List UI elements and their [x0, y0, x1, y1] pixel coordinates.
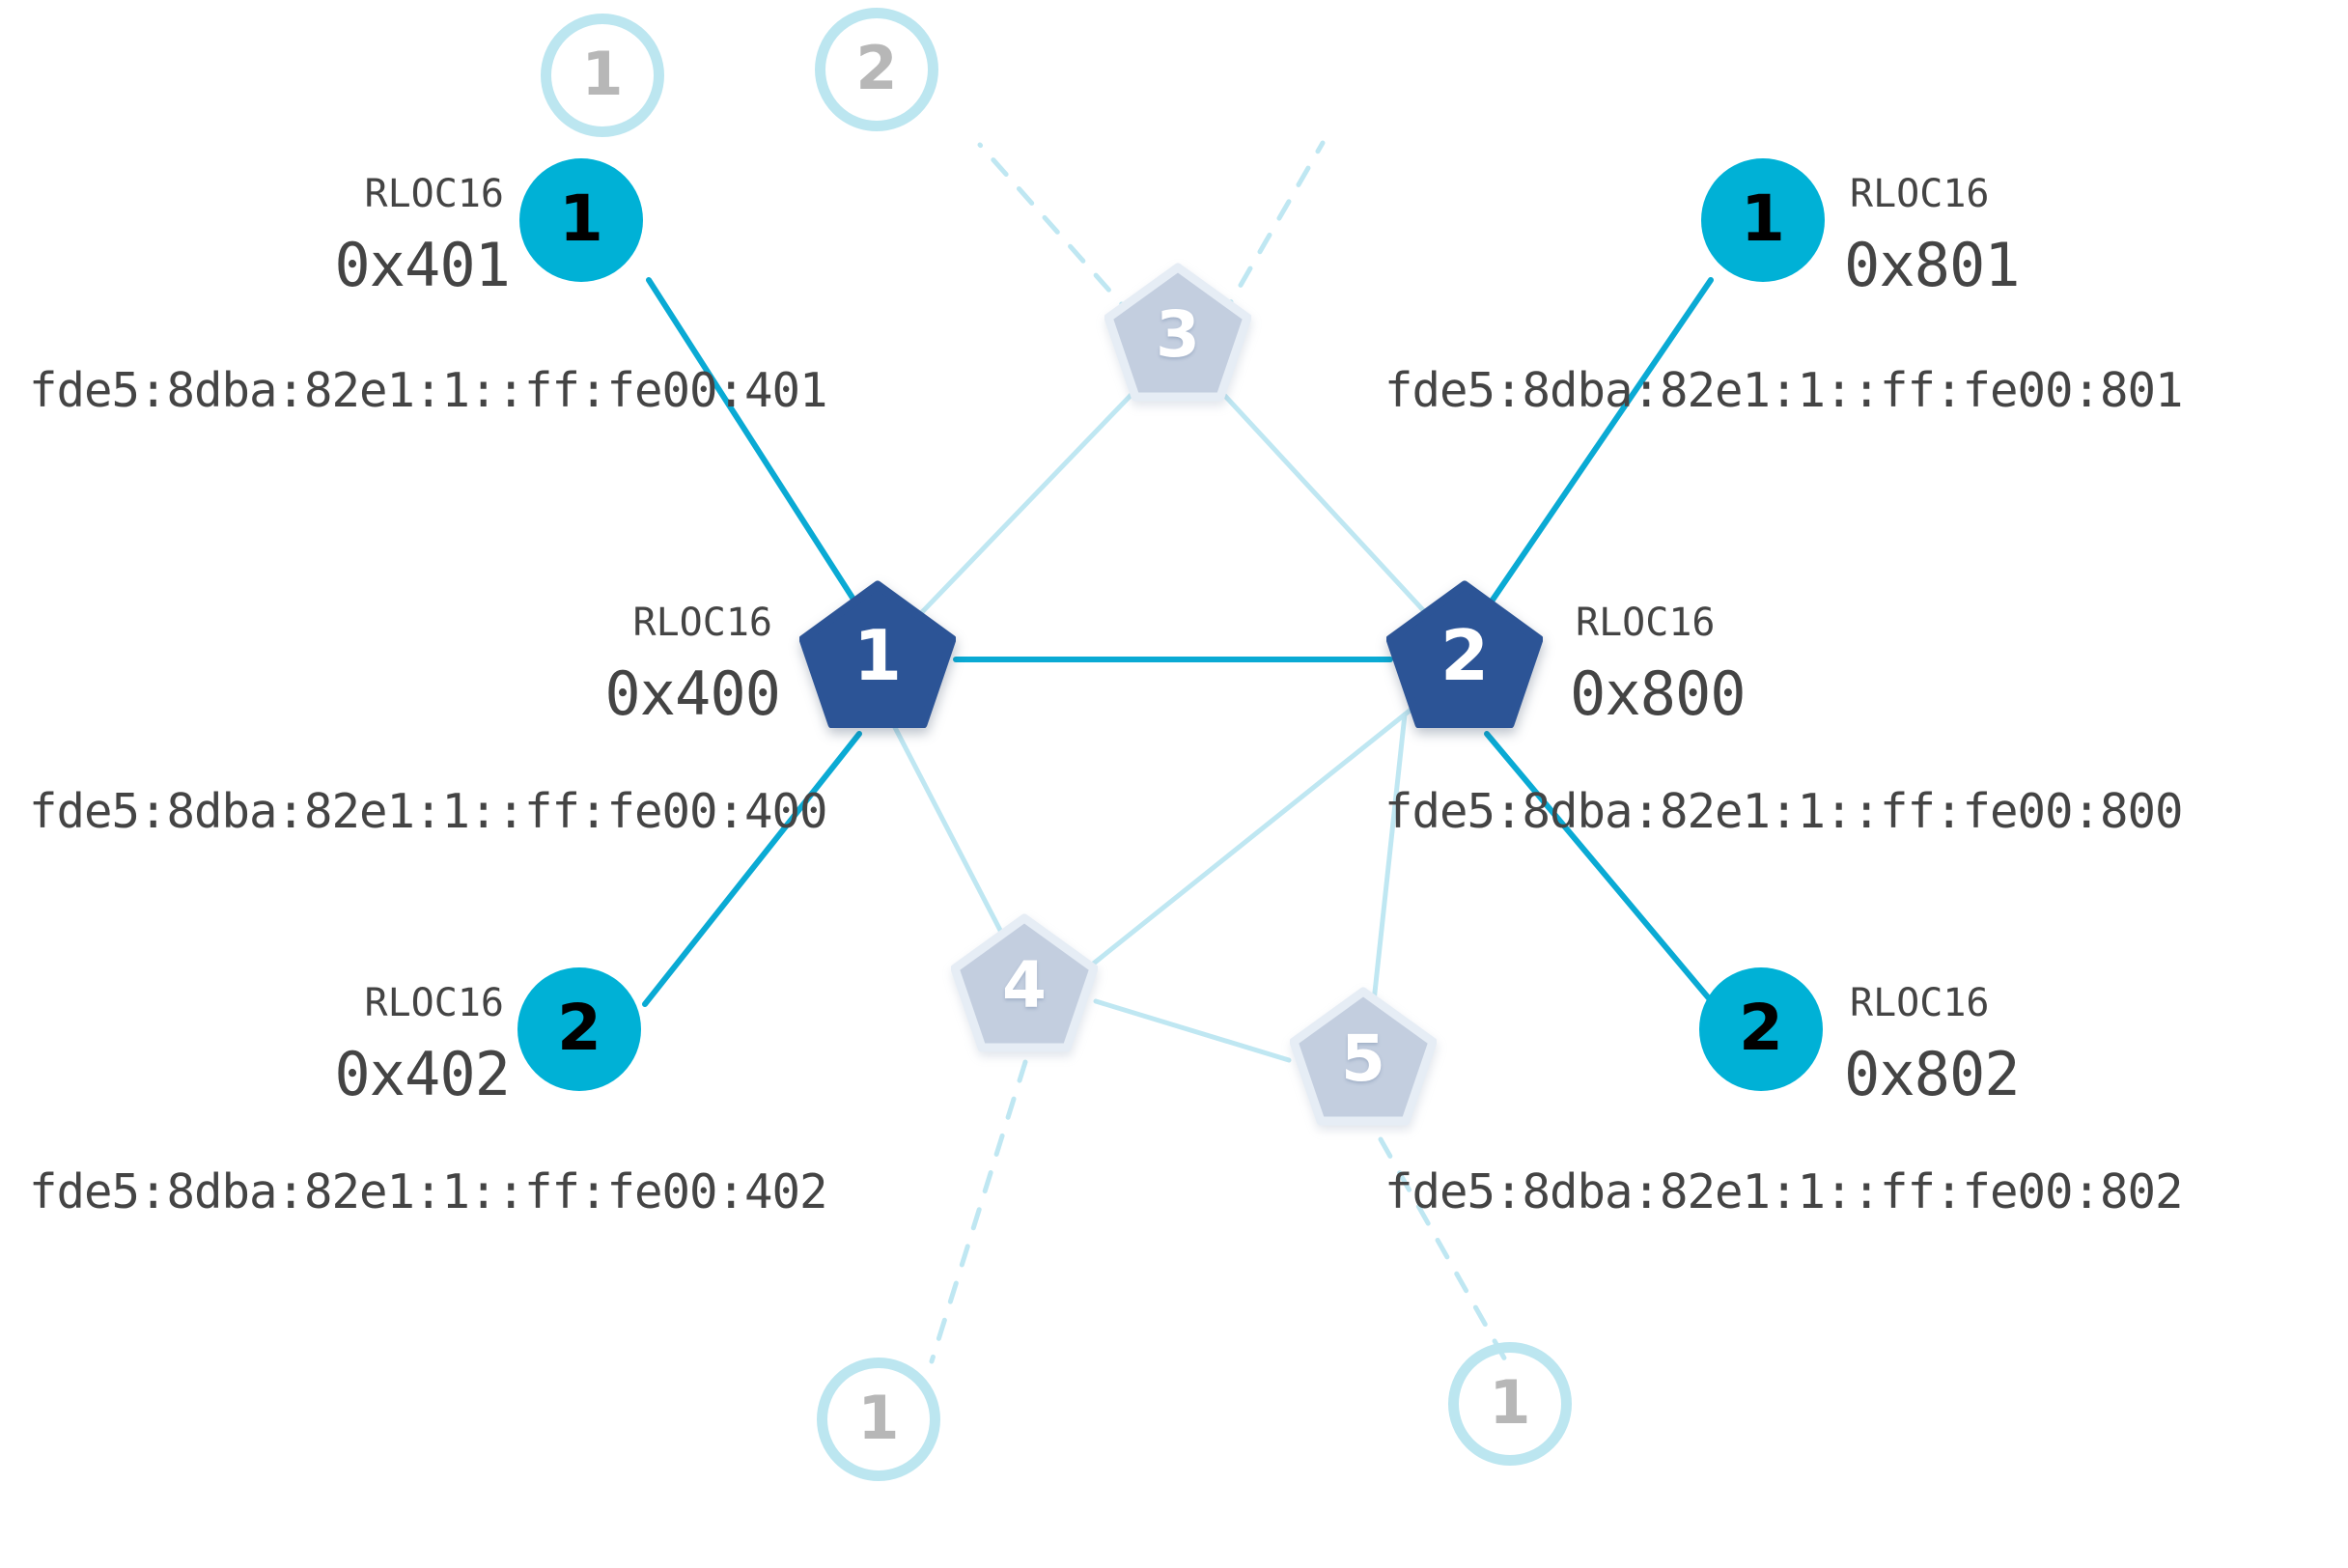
link-g5-gh4 — [1378, 1136, 1509, 1364]
node-number: 2 — [1739, 991, 1783, 1065]
link-g3-r800 — [1209, 378, 1451, 640]
router-node-5[interactable]: 5 — [1290, 987, 1437, 1126]
link-c402-r400 — [642, 731, 862, 1007]
router-node-3[interactable]: 3 — [1104, 263, 1251, 402]
router-node-4[interactable]: 4 — [951, 913, 1098, 1052]
node-number: 2 — [1440, 615, 1490, 696]
rloc16-value-0x400: 0x400 — [604, 658, 781, 729]
pentagon-icon — [1386, 580, 1543, 728]
ghost-node-1[interactable]: 1 — [541, 14, 664, 137]
link-g4-r800 — [1088, 692, 1432, 968]
child-node-0x402[interactable]: 2 — [517, 967, 641, 1091]
node-number: 1 — [559, 182, 603, 256]
pentagon-icon — [1290, 987, 1437, 1126]
link-g4-gh3 — [929, 1059, 1028, 1364]
node-number: 3 — [1156, 297, 1200, 372]
rloc16-key-0x802: RLOC16 — [1850, 981, 1990, 1025]
node-number: 1 — [857, 1383, 900, 1453]
link-r400-g3 — [895, 378, 1147, 640]
node-number: 1 — [853, 615, 903, 696]
ipv6-address-0x802: fde5:8dba:82e1:1::ff:fe00:802 — [1384, 1164, 2184, 1219]
rloc16-key-0x402: RLOC16 — [364, 981, 505, 1025]
child-node-0x802[interactable]: 2 — [1699, 967, 1823, 1091]
rloc16-value-0x801: 0x801 — [1844, 230, 2021, 300]
link-r800-g5 — [1368, 712, 1408, 1031]
child-node-0x401[interactable]: 1 — [519, 158, 643, 282]
rloc16-value-0x800: 0x800 — [1570, 658, 1747, 729]
node-number: 4 — [1002, 948, 1047, 1022]
link-c401-r400 — [646, 277, 862, 611]
ghost-node-3[interactable]: 1 — [817, 1358, 940, 1481]
rloc16-value-0x402: 0x402 — [334, 1039, 511, 1109]
rloc16-value-0x401: 0x401 — [334, 230, 511, 300]
link-g3-gh1 — [977, 142, 1137, 322]
pentagon-icon — [951, 913, 1098, 1052]
link-g3-gh2 — [1218, 140, 1326, 322]
ipv6-address-0x400: fde5:8dba:82e1:1::ff:fe00:400 — [29, 784, 828, 839]
node-number: 2 — [855, 33, 898, 103]
ipv6-address-0x401: fde5:8dba:82e1:1::ff:fe00:401 — [29, 363, 828, 418]
rloc16-key-0x400: RLOC16 — [632, 601, 773, 645]
ghost-node-4[interactable]: 1 — [1448, 1342, 1572, 1466]
rloc16-key-0x800: RLOC16 — [1576, 601, 1716, 645]
child-node-0x801[interactable]: 1 — [1701, 158, 1825, 282]
router-node-0x800[interactable]: 2 — [1386, 579, 1543, 728]
link-c802-r800 — [1484, 731, 1717, 1007]
ipv6-address-0x801: fde5:8dba:82e1:1::ff:fe00:801 — [1384, 363, 2184, 418]
link-g4-g5 — [1093, 998, 1292, 1063]
node-number: 2 — [557, 991, 601, 1065]
rloc16-key-0x401: RLOC16 — [364, 172, 505, 216]
router-node-0x400[interactable]: 1 — [799, 579, 956, 728]
rloc16-value-0x802: 0x802 — [1844, 1039, 2021, 1109]
ipv6-address-0x402: fde5:8dba:82e1:1::ff:fe00:402 — [29, 1164, 828, 1219]
node-number: 1 — [1489, 1367, 1531, 1438]
link-r400-g4 — [885, 712, 1021, 968]
link-c801-r800 — [1484, 277, 1714, 611]
node-number: 5 — [1341, 1022, 1385, 1096]
rloc16-key-0x801: RLOC16 — [1850, 172, 1990, 216]
pentagon-icon — [799, 580, 956, 728]
node-number: 1 — [581, 39, 624, 109]
ghost-node-2[interactable]: 2 — [815, 8, 938, 131]
ipv6-address-0x800: fde5:8dba:82e1:1::ff:fe00:800 — [1384, 784, 2184, 839]
node-number: 1 — [1741, 182, 1785, 256]
pentagon-icon — [1104, 263, 1251, 402]
